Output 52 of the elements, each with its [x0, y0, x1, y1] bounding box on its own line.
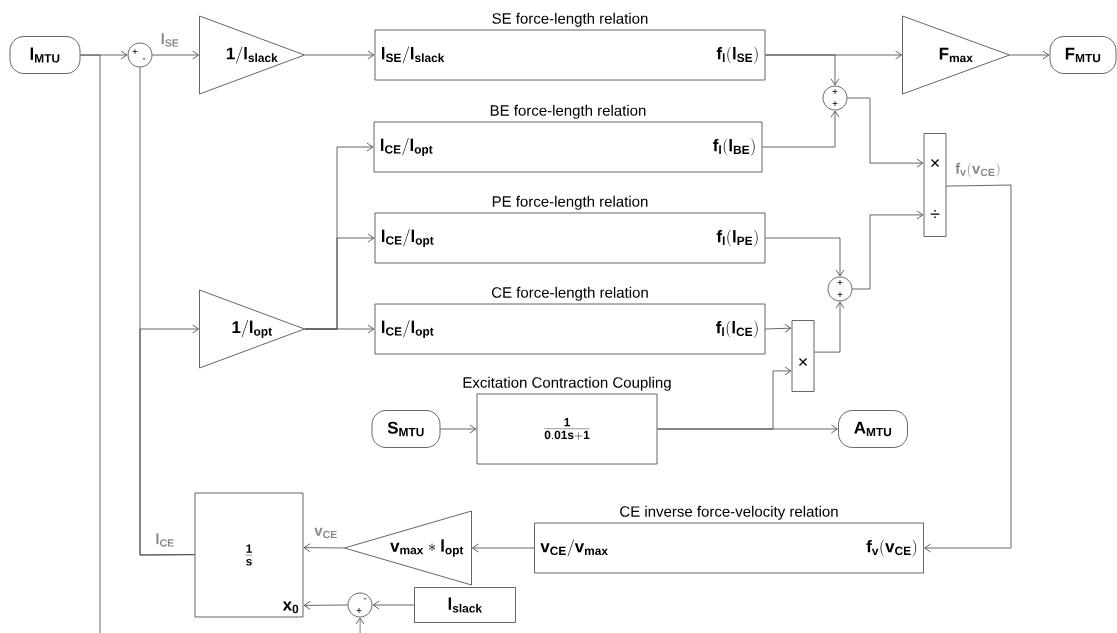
arrow [814, 301, 845, 353]
arrow [152, 50, 199, 60]
signal-label: $\mathbf{l_{SE}}$ [161, 33, 179, 47]
summing-junction: - + [347, 592, 373, 618]
gain-triangle: $\mathbf{F_{max}}$ [902, 15, 1010, 95]
node-label: Excitation Contraction Coupling [463, 376, 671, 391]
terminal: $\mathbf{l_{MTU}}$ [9, 36, 81, 74]
arrow [924, 184, 1012, 553]
signal-label: $\mathbf{v_{CE}}$ [314, 527, 337, 539]
arrow [372, 600, 415, 610]
signal-label: $\mathbf{l_{CE}}$ [156, 533, 174, 547]
arrow [847, 97, 924, 168]
product-block: × ÷ [923, 133, 947, 237]
summing-junction: + - [127, 42, 153, 68]
function-block: PE force-length relation $\mathbf{l_{CE}/l_{opt}}$ $\mathbf{f_l(l_{PE})}$ [374, 195, 766, 264]
gain-triangle: $\mathbf{1/l_{opt}}$ [199, 289, 305, 369]
arrow [762, 110, 840, 148]
arrow [765, 323, 792, 333]
summing-junction: + + [822, 85, 848, 111]
function-block: CE force-length relation $\mathbf{l_{CE}/l_{opt}}$ $\mathbf{f_l(l_{CE})}$ [374, 286, 766, 355]
arrow [139, 324, 199, 556]
arrow [765, 54, 840, 86]
arrow [303, 600, 348, 610]
arrow [440, 424, 477, 434]
node-label: CE force-length relation [491, 286, 648, 301]
function-block: CE inverse force-velocity relation $\mathbf{v_{CE}/v_{max}}$ $\mathbf{f_v(v_{CE})}$ [534, 505, 924, 574]
gain-triangle: $\mathbf{1/l_{slack}}$ [199, 15, 305, 95]
function-block: $\mathbf{l_{slack}}$ [414, 587, 516, 623]
arrow [355, 617, 365, 633]
node-label: CE inverse force-velocity relation [620, 505, 838, 520]
node-label: PE force-length relation [492, 195, 648, 210]
arrow [472, 543, 535, 553]
function-block: $\mathbf{\frac{1}{s}}$ $\mathbf{x_0}$ [194, 492, 304, 618]
signal-label: $\mathbf{f_v(v_{CE})}$ [955, 162, 1000, 178]
function-block: Excitation Contraction Coupling $\mathbf{\frac{1}{0.01s+1}}$ [463, 376, 671, 465]
node-label: SE force-length relation [492, 12, 648, 27]
gain-triangle: $\mathbf{v_{max} * l_{opt}}$ [344, 510, 472, 586]
product-block: × [791, 320, 815, 392]
arrow [304, 50, 375, 60]
arrow [1009, 50, 1050, 60]
arrow [765, 237, 845, 277]
summing-junction: + + [827, 276, 853, 302]
node-label: BE force-length relation [490, 104, 646, 119]
terminal: $\mathbf{F_{MTU}}$ [1049, 36, 1117, 74]
function-block: SE force-length relation $\mathbf{l_{SE}/l_{slack}}$ $\mathbf{f_l(l_{SE})}$ [374, 12, 766, 81]
terminal: $\mathbf{S_{MTU}}$ [371, 410, 441, 448]
function-block: BE force-length relation $\mathbf{l_{CE}/l_{opt}}$ $\mathbf{f_l(l_{BE})}$ [373, 104, 763, 173]
terminal: $\mathbf{A_{MTU}}$ [838, 410, 908, 448]
arrow [303, 543, 345, 553]
arrow [852, 210, 924, 290]
arrow [304, 324, 375, 334]
arrow [657, 366, 792, 430]
